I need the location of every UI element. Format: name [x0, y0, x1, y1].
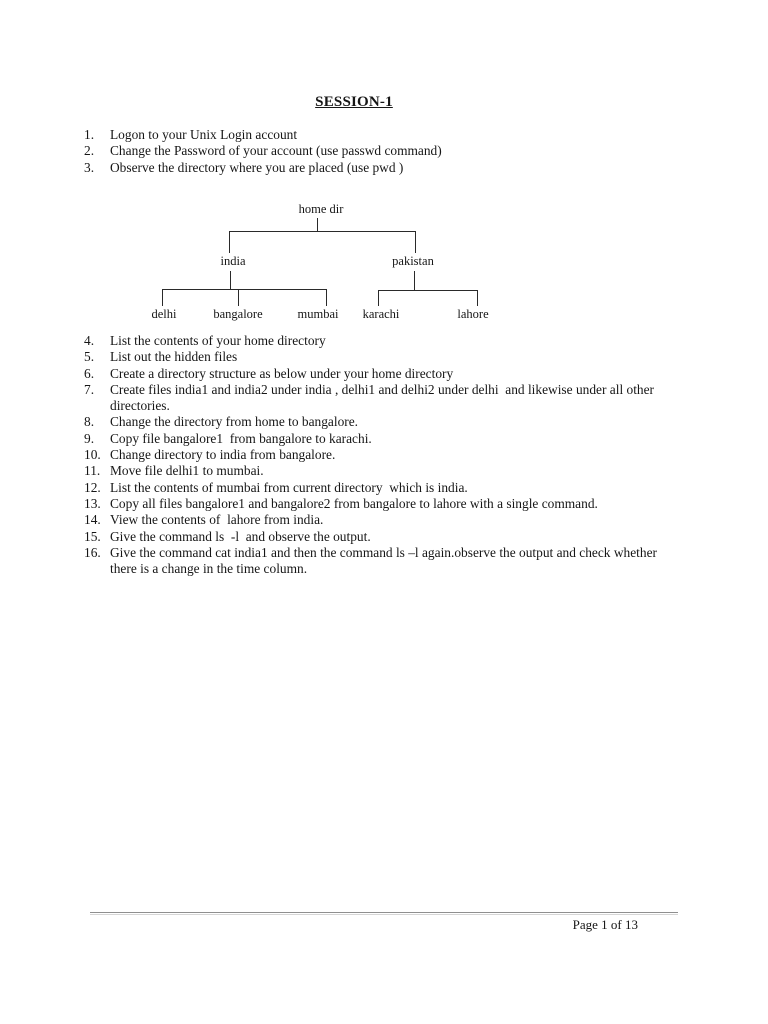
list-item-text: Move file delhi1 to mumbai.: [110, 463, 264, 479]
list-item-text: List out the hidden files: [110, 349, 238, 365]
list-item: 5. List out the hidden files: [84, 349, 710, 365]
footer-divider: [90, 912, 678, 915]
tree-connector-line: [378, 290, 478, 291]
list-item: 9. Copy file bangalore1 from bangalore to…: [84, 431, 710, 447]
list-item-number: 2.: [84, 143, 95, 159]
list-item: 7. Create files india1 and india2 under i…: [84, 382, 710, 415]
list-item-number: 15.: [84, 528, 101, 544]
tree-connector-line: [326, 289, 327, 306]
exercise-list-top: 1. Logon to your Unix Login account 2. Cha…: [84, 127, 710, 176]
list-item-number: 8.: [84, 414, 95, 430]
list-item-text: Give the command ls -l and observe the o…: [110, 528, 371, 544]
tree-node-lahore: lahore: [457, 307, 489, 321]
list-item: 10. Change directory to india from bangal…: [84, 447, 710, 463]
list-item-text: Change directory to india from bangalore…: [110, 447, 336, 463]
tree-connector-line: [378, 290, 379, 306]
tree-connector-line: [162, 289, 163, 306]
list-item: 8. Change the directory from home to bang…: [84, 414, 710, 430]
list-item-number: 5.: [84, 349, 95, 365]
list-item-number: 6.: [84, 365, 95, 381]
tree-node-pakistan: pakistan: [392, 254, 434, 268]
list-item-text: Logon to your Unix Login account: [110, 127, 298, 142]
list-item-text: Change the directory from home to bangal…: [110, 414, 359, 430]
list-item-number: 7.: [84, 381, 95, 397]
list-item-text: Copy file bangalore1 from bangalore to k…: [110, 430, 372, 446]
tree-connector-line: [414, 271, 415, 290]
tree-connector-line: [162, 289, 327, 290]
tree-connector-line: [230, 271, 231, 289]
list-item-text: View the contents of lahore from india.: [110, 512, 324, 528]
list-item-text: Observe the directory where you are plac…: [110, 159, 404, 175]
list-item-number: 3.: [84, 159, 95, 175]
list-item: 3. Observe the directory where you are pl…: [84, 160, 710, 176]
list-item: 2. Change the Password of your account (u…: [84, 143, 710, 159]
tree-connector-line: [317, 218, 318, 231]
list-item: 1. Logon to your Unix Login account: [84, 127, 710, 143]
list-item: 13. Copy all files bangalore1 and bangalo…: [84, 496, 710, 512]
list-item-text: Create files india1 and india2 under ind…: [110, 381, 655, 414]
tree-connector-line: [229, 231, 416, 232]
list-item-number: 14.: [84, 512, 101, 528]
list-item-number: 16.: [84, 544, 101, 560]
tree-connector-line: [238, 289, 239, 306]
list-item-number: 11.: [84, 463, 101, 479]
list-item: 16. Give the command cat india1 and then …: [84, 545, 710, 578]
tree-node-mumbai: mumbai: [297, 307, 339, 321]
list-item: 6. Create a directory structure as below …: [84, 366, 710, 382]
list-item: 14. View the contents of lahore from indi…: [84, 512, 710, 528]
list-item: 4. List the contents of your home directo…: [84, 333, 710, 349]
tree-node-delhi: delhi: [151, 307, 177, 321]
list-item-number: 12.: [84, 479, 101, 495]
list-item: 15. Give the command ls -l and observe th…: [84, 529, 710, 545]
list-item-number: 10.: [84, 447, 101, 463]
list-item-number: 4.: [84, 333, 95, 348]
list-item-number: 9.: [84, 430, 95, 446]
tree-node-bangalore: bangalore: [213, 307, 263, 321]
tree-connector-line: [477, 290, 478, 306]
list-item: 12. List the contents of mumbai from curr…: [84, 480, 710, 496]
list-item-text: List the contents of your home directory: [110, 333, 326, 348]
list-item-text: Copy all files bangalore1 and bangalore2…: [110, 495, 598, 511]
tree-connector-line: [229, 231, 230, 253]
tree-node-home-dir: home dir: [298, 202, 344, 216]
list-item-text: Create a directory structure as below un…: [110, 365, 454, 381]
list-item-text: Give the command cat india1 and then the…: [110, 544, 657, 577]
list-item-number: 1.: [84, 127, 95, 142]
tree-connector-line: [415, 231, 416, 253]
list-item-text: Change the Password of your account (use…: [110, 143, 442, 159]
tree-node-india: india: [220, 254, 246, 268]
list-item: 11. Move file delhi1 to mumbai.: [84, 463, 710, 479]
list-item-number: 13.: [84, 495, 101, 511]
tree-node-karachi: karachi: [362, 307, 400, 321]
page-title: SESSION-1: [315, 94, 393, 110]
page-number-label: Page 1 of 13: [572, 917, 638, 932]
exercise-list-main: 4. List the contents of your home directo…: [84, 333, 710, 577]
list-item-text: List the contents of mumbai from current…: [110, 479, 468, 495]
